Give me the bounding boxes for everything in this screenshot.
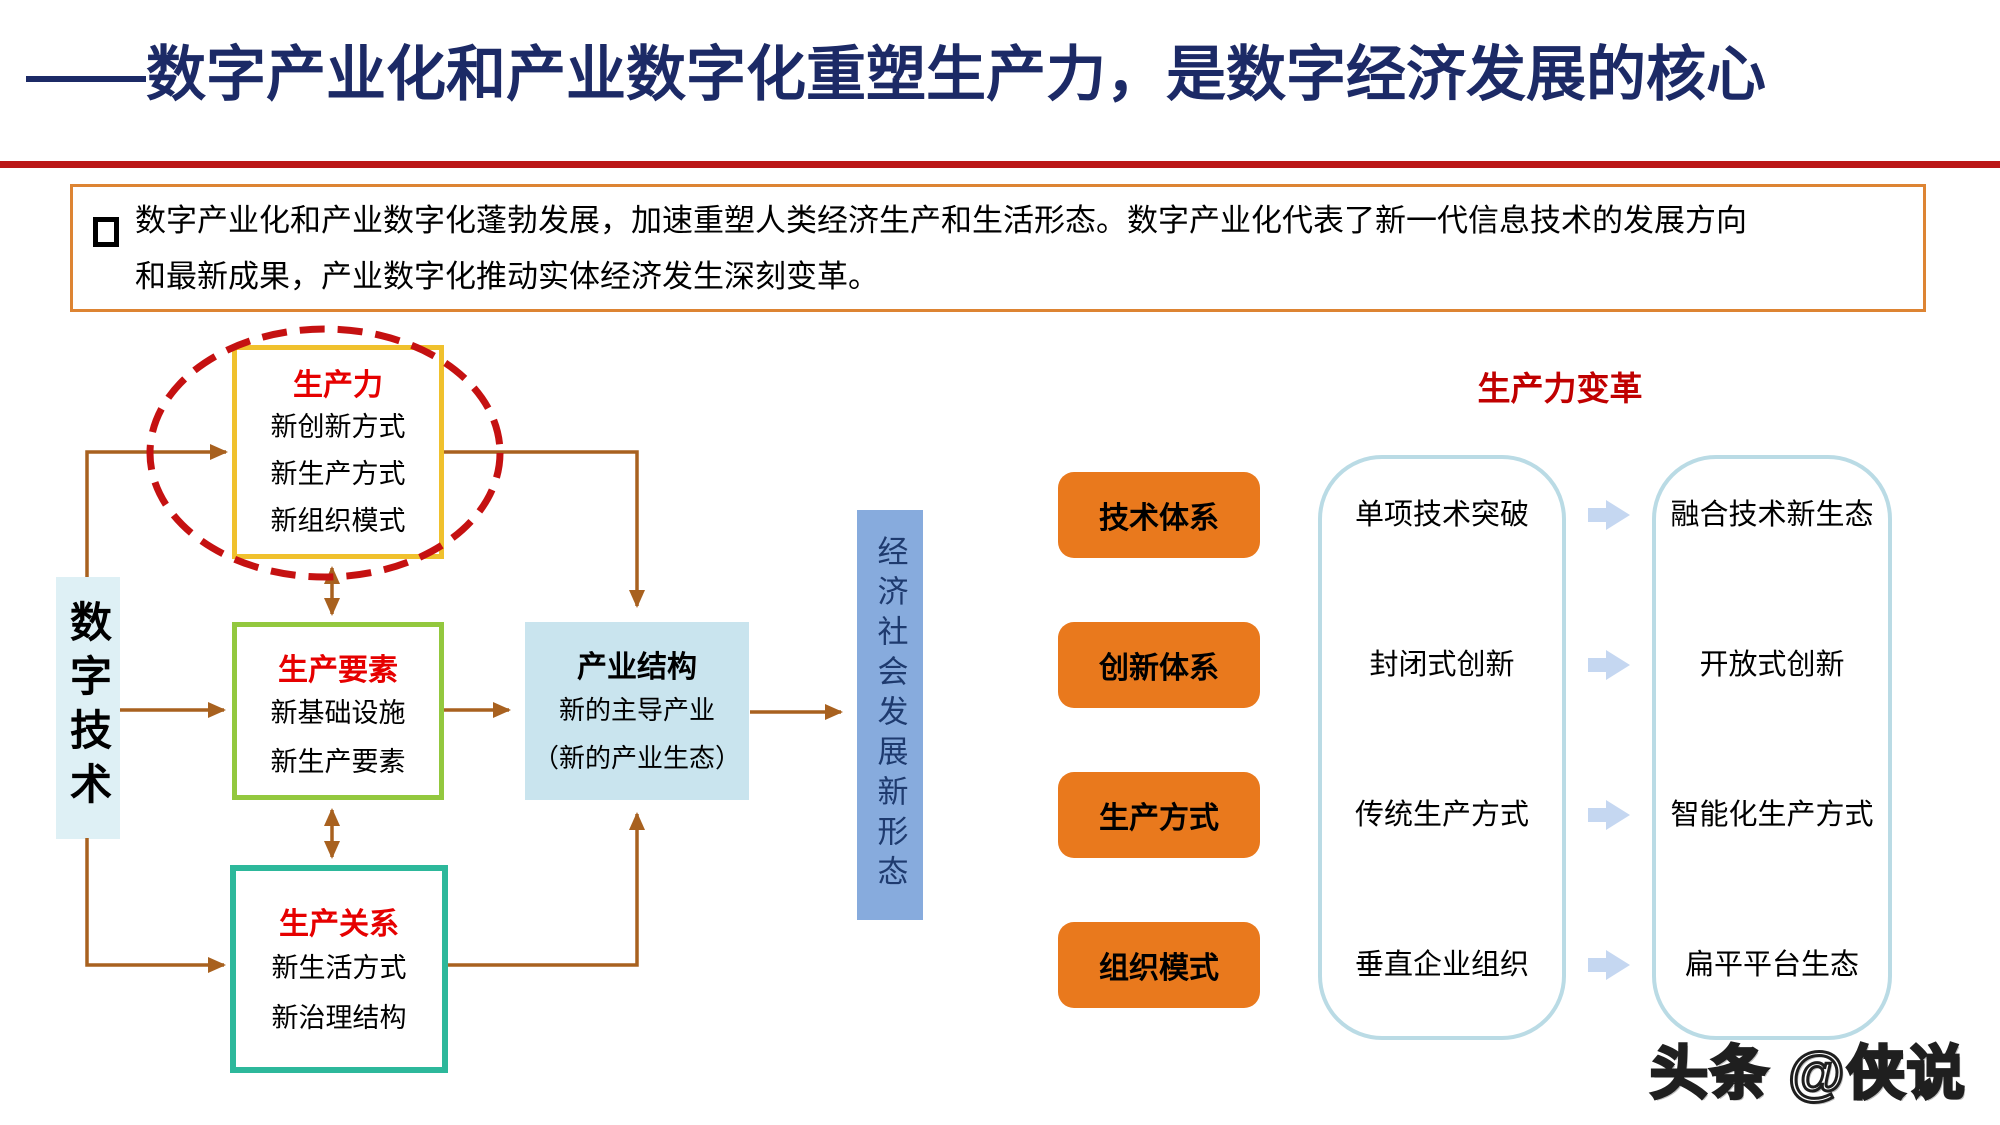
arrow-digital-to-productivity [85, 444, 228, 577]
productivity-item: 新组织模式 [270, 506, 406, 536]
panel-from-text: 封闭式创新 [1369, 649, 1515, 681]
arrow-productivity-to-industry [444, 450, 645, 608]
panel-from-text: 单项技术突破 [1354, 499, 1529, 531]
productivity-item: 新生产方式 [270, 459, 406, 489]
intro-text: 数字产业化和产业数字化蓬勃发展，加速重塑人类经济生产和生活形态。数字产业化代表了… [135, 193, 1915, 305]
relations-item: 新生活方式 [271, 953, 407, 983]
panel-row-label: 技术体系 [1058, 472, 1260, 558]
panel-to-text: 融合技术新生态 [1670, 499, 1874, 531]
panel-from-text: 垂直企业组织 [1354, 949, 1529, 981]
before-pill-container [1318, 455, 1566, 1040]
factors-box: 生产要素 新基础设施 新生产要素 [232, 622, 444, 800]
page-title: ——数字产业化和产业数字化重塑生产力，是数字经济发展的核心 [26, 41, 1766, 108]
outcome-bar: 经济社会发展新形态 [857, 510, 923, 920]
panel-to-text: 开放式创新 [1699, 649, 1845, 681]
industry-structure-title: 产业结构 [577, 651, 697, 684]
panel-to-text: 扁平平台生态 [1684, 949, 1859, 981]
panel-to-text: 智能化生产方式 [1670, 799, 1874, 831]
panel-row-label: 创新体系 [1058, 622, 1260, 708]
factors-item: 新基础设施 [270, 698, 406, 728]
intro-box: 数字产业化和产业数字化蓬勃发展，加速重塑人类经济生产和生活形态。数字产业化代表了… [70, 184, 1926, 312]
panel-row-label: 生产方式 [1058, 772, 1260, 858]
after-pill-container [1652, 455, 1892, 1040]
outcome-label: 经济社会发展新形态 [872, 535, 908, 895]
watermark: 头条 @侠说 [1649, 1040, 1967, 1108]
diagram-connectors [85, 325, 843, 973]
productivity-item: 新创新方式 [270, 412, 406, 442]
panel-title: 生产力变革 [1477, 370, 1643, 407]
factors-item: 新生产要素 [270, 747, 406, 777]
panel-from-text: 传统生产方式 [1354, 799, 1529, 831]
intro-line-1: 数字产业化和产业数字化蓬勃发展，加速重塑人类经济生产和生活形态。数字产业化代表了… [135, 203, 1747, 238]
arrow-right-icon [1588, 647, 1632, 688]
digital-tech-box: 数字技术 [56, 577, 120, 839]
industry-structure-item: （新的产业生态） [532, 743, 741, 773]
digital-tech-label: 数字技术 [64, 600, 112, 816]
relations-box: 生产关系 新生活方式 新治理结构 [230, 865, 448, 1073]
arrow-relations-to-industry [448, 812, 645, 967]
arrow-digital-to-relations [85, 838, 226, 973]
relations-item: 新治理结构 [271, 1003, 407, 1033]
intro-line-2: 和最新成果，产业数字化推动实体经济发生深刻变革。 [135, 259, 879, 294]
arrow-right-icon [1588, 497, 1632, 538]
factors-title: 生产要素 [278, 654, 398, 687]
productivity-title: 生产力 [293, 369, 383, 402]
bullet-square-icon [93, 217, 119, 247]
arrow-right-icon [1588, 797, 1632, 838]
industry-structure-item: 新的主导产业 [558, 695, 715, 725]
arrow-right-icon [1588, 947, 1632, 988]
title-divider [0, 161, 2000, 168]
relations-title: 生产关系 [279, 908, 399, 941]
industry-structure-box: 产业结构 新的主导产业 （新的产业生态） [525, 622, 749, 800]
panel-row-label: 组织模式 [1058, 922, 1260, 1008]
productivity-box: 生产力 新创新方式 新生产方式 新组织模式 [232, 345, 444, 559]
